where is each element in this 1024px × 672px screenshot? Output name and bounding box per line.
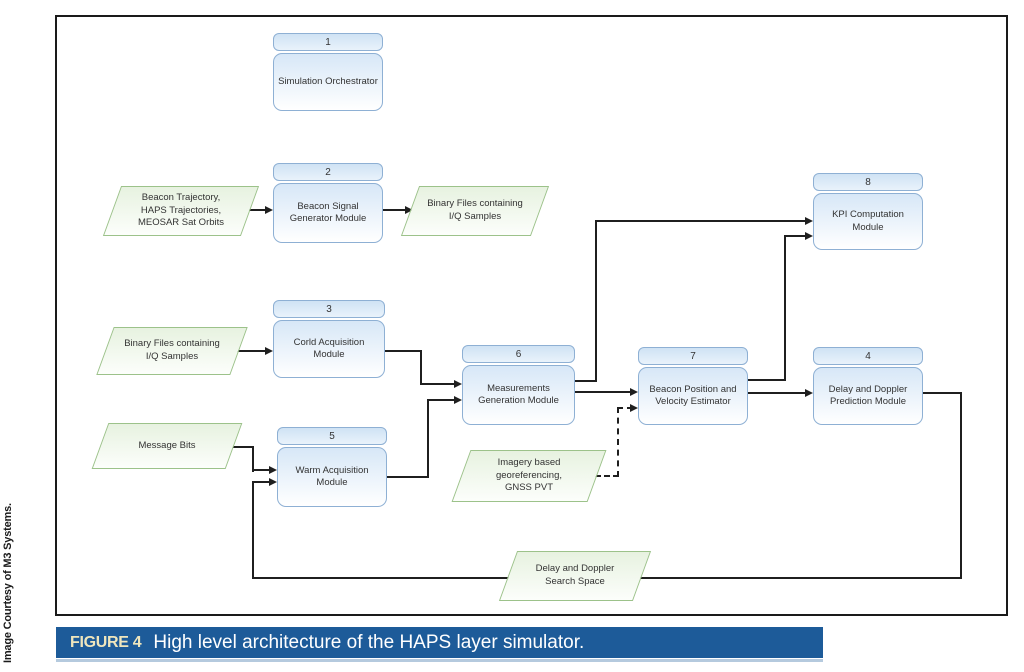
figure-number-label: FIGURE 4 (70, 633, 142, 651)
connector-segment (420, 350, 422, 385)
connector-segment (575, 391, 633, 393)
module-label: Delay and Doppler Prediction Module (813, 367, 923, 425)
connector-segment (387, 476, 429, 478)
arrowhead (454, 380, 462, 388)
arrowhead (630, 404, 638, 412)
connector-segment (247, 209, 268, 211)
connector-segment (427, 399, 457, 401)
module-beacon-signal-generator: 2 Beacon Signal Generator Module (273, 163, 383, 243)
module-number-badge: 7 (638, 347, 748, 365)
module-label: Measurements Generation Module (462, 365, 575, 425)
module-label: Beacon Position and Velocity Estimator (638, 367, 748, 425)
figure-caption-bar: FIGURE 4 High level architecture of the … (56, 627, 823, 658)
connector-segment (252, 469, 272, 471)
connector-segment-dashed (617, 407, 619, 477)
module-label: Warm Acquisition Module (277, 447, 387, 507)
arrowhead (405, 206, 413, 214)
connector-segment (252, 446, 254, 472)
module-number-badge: 8 (813, 173, 923, 191)
figure-caption-text: High level architecture of the HAPS laye… (153, 631, 585, 653)
data-binary-iq-output: Binary Files containing I/Q Samples (400, 186, 550, 236)
data-beacon-trajectories: Beacon Trajectory, HAPS Trajectories, ME… (102, 186, 260, 236)
arrowhead (805, 232, 813, 240)
module-number-badge: 5 (277, 427, 387, 445)
connector-segment (427, 399, 429, 478)
module-number-badge: 3 (273, 300, 385, 318)
arrowhead (265, 347, 273, 355)
figure-frame (55, 15, 1008, 616)
data-binary-iq-input: Binary Files containing I/Q Samples (96, 327, 248, 375)
connector-segment-dashed (595, 475, 619, 477)
arrowhead (265, 206, 273, 214)
connector-segment (575, 380, 597, 382)
image-credit: Image Courtesy of M3 Systems. (2, 503, 14, 663)
module-number-badge: 1 (273, 33, 383, 51)
arrowhead (805, 389, 813, 397)
module-label: KPI Computation Module (813, 193, 923, 250)
connector-segment (748, 379, 786, 381)
module-delay-doppler-prediction: 4 Delay and Doppler Prediction Module (813, 347, 923, 425)
arrowhead (269, 478, 277, 486)
connector-segment (252, 481, 272, 483)
caption-underline (56, 659, 823, 662)
connector-segment (595, 220, 808, 222)
module-number-badge: 4 (813, 347, 923, 365)
connector-segment (748, 392, 808, 394)
module-kpi-computation: 8 KPI Computation Module (813, 173, 923, 250)
connector-segment (960, 392, 962, 579)
connector-segment (784, 235, 808, 237)
connector-segment (385, 350, 422, 352)
connector-segment (420, 383, 457, 385)
module-label: Corld Acquisition Module (273, 320, 385, 378)
connector-segment-dashed (617, 407, 633, 409)
arrowhead (454, 396, 462, 404)
connector-segment (923, 392, 962, 394)
module-label: Simulation Orchestrator (273, 53, 383, 111)
connector-segment (383, 209, 408, 211)
module-number-badge: 2 (273, 163, 383, 181)
module-measurements-generation: 6 Measurements Generation Module (462, 345, 575, 425)
module-simulation-orchestrator: 1 Simulation Orchestrator (273, 33, 383, 111)
module-number-badge: 6 (462, 345, 575, 363)
arrowhead (269, 466, 277, 474)
data-delay-doppler-search-space: Delay and Doppler Search Space (498, 551, 652, 601)
module-label: Beacon Signal Generator Module (273, 183, 383, 243)
connector-segment (252, 481, 254, 579)
connector-segment (595, 220, 597, 382)
module-warm-acquisition: 5 Warm Acquisition Module (277, 427, 387, 507)
module-corld-acquisition: 3 Corld Acquisition Module (273, 300, 385, 378)
data-imagery-georeferencing: Imagery based georeferencing, GNSS PVT (451, 450, 607, 502)
arrowhead (630, 388, 638, 396)
connector-segment (237, 350, 268, 352)
data-message-bits: Message Bits (91, 423, 243, 469)
module-beacon-position-velocity-estimator: 7 Beacon Position and Velocity Estimator (638, 347, 748, 425)
arrowhead (805, 217, 813, 225)
connector-segment (233, 446, 254, 448)
connector-segment (784, 235, 786, 381)
